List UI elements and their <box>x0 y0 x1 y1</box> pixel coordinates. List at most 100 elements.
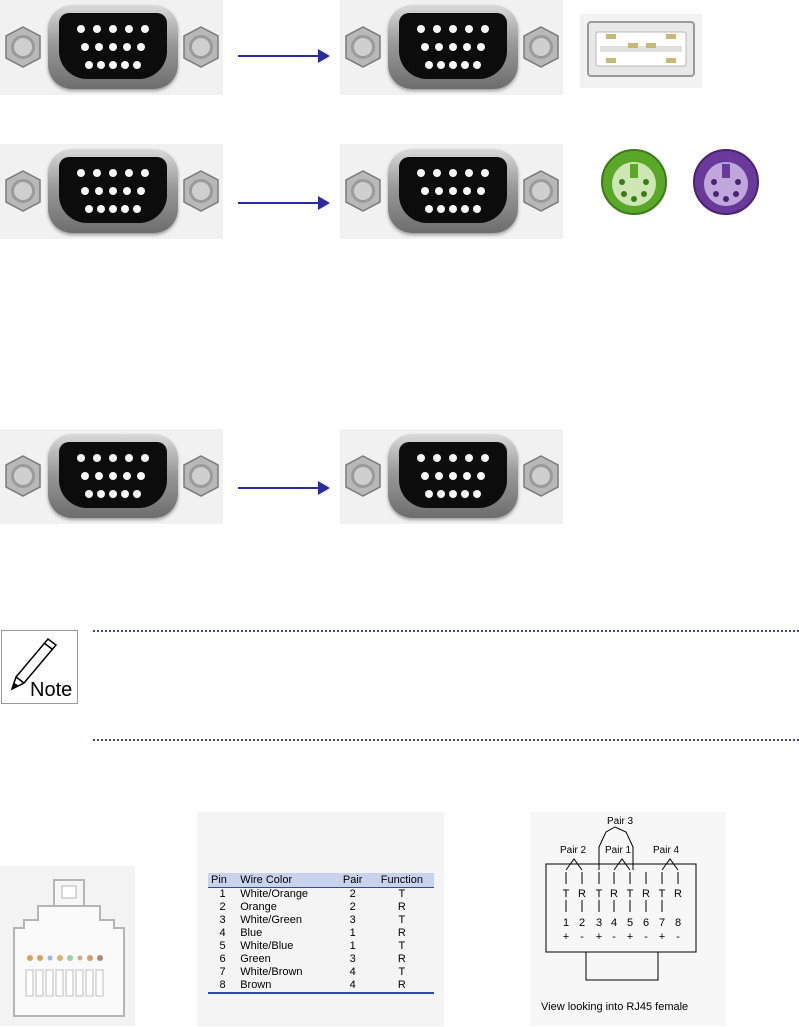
vga-pin-face <box>399 157 507 223</box>
pin-cell: 4 <box>219 927 226 939</box>
note-label: Note <box>30 679 73 701</box>
vga-pin-hole <box>437 205 445 213</box>
vga-pin-hole <box>461 61 469 69</box>
vga-pin-hole <box>109 169 117 177</box>
vga-pin-hole <box>85 490 93 498</box>
vga-pin-hole <box>109 61 117 69</box>
vga-pin-face <box>59 157 167 223</box>
screw-icon <box>522 26 560 68</box>
vga-pin-hole <box>449 490 457 498</box>
pair-cell: 1 <box>349 927 356 939</box>
function-cell: R <box>397 927 406 939</box>
vga-pin-hole <box>461 205 469 213</box>
vga-shell <box>388 5 518 89</box>
vga-pin-hole <box>77 454 85 462</box>
pin-cell: 6 <box>219 953 226 965</box>
wire-color-cell: White/Green <box>240 914 302 926</box>
vga-pin-hole <box>77 169 85 177</box>
vga-pin-hole <box>137 472 145 480</box>
column-header-pair: Pair <box>335 873 370 888</box>
connection-row-ps2 <box>0 144 799 239</box>
table-row: 6 Green 3 R <box>208 953 434 966</box>
connection-row-usb <box>0 0 799 95</box>
vga-pin-hole <box>133 490 141 498</box>
vga-pin-face <box>59 442 167 508</box>
pin-number: 2 <box>579 917 585 929</box>
vga-pin-hole <box>97 490 105 498</box>
screw-icon <box>344 170 382 212</box>
vga-pin-hole <box>125 454 133 462</box>
vga-pin-hole <box>93 25 101 33</box>
pair-label: Pair 3 <box>607 816 634 827</box>
vga-pin-hole <box>465 169 473 177</box>
vga-pin-hole <box>473 61 481 69</box>
vga-pin-hole <box>421 43 429 51</box>
table-row: 8 Brown 4 R <box>208 979 434 994</box>
vga-pin-hole <box>449 25 457 33</box>
function-cell: T <box>398 966 406 978</box>
rj45-diagram-background <box>530 812 726 1026</box>
vga-pin-hole <box>417 454 425 462</box>
connection-arrow <box>238 49 330 63</box>
vga-pin-hole <box>109 205 117 213</box>
table-row: 4 Blue 1 R <box>208 927 434 940</box>
vga-connector-source <box>0 429 223 524</box>
screw-icon <box>182 170 220 212</box>
vga-pin-hole <box>77 25 85 33</box>
vga-pin-hole <box>95 472 103 480</box>
vga-pin-hole <box>141 169 149 177</box>
screw-icon <box>4 26 42 68</box>
vga-pin-hole <box>463 43 471 51</box>
function-label: T <box>627 888 634 900</box>
pair-cell: 1 <box>349 940 356 952</box>
vga-pin-hole <box>473 490 481 498</box>
vga-pin-hole <box>417 25 425 33</box>
vga-shell <box>388 434 518 518</box>
vga-pin-hole <box>449 454 457 462</box>
pin-cell: 5 <box>219 940 226 952</box>
table-row: 1 White/Orange 2 T <box>208 888 434 902</box>
vga-pin-hole <box>449 43 457 51</box>
pair-cell: 3 <box>349 914 356 926</box>
function-label: R <box>674 888 682 900</box>
vga-pin-hole <box>141 454 149 462</box>
screw-icon <box>344 455 382 497</box>
polarity-label: + <box>627 931 633 943</box>
vga-pin-hole <box>421 472 429 480</box>
vga-pin-hole <box>461 490 469 498</box>
vga-pin-hole <box>137 43 145 51</box>
vga-pin-hole <box>435 187 443 195</box>
screw-icon <box>182 26 220 68</box>
screw-icon <box>522 170 560 212</box>
wire-color-cell: White/Brown <box>240 966 303 978</box>
vga-pin-hole <box>433 25 441 33</box>
column-header-function: Function <box>369 873 434 888</box>
note-icon: Note <box>1 630 78 704</box>
vga-pin-hole <box>435 43 443 51</box>
usb-port-icon <box>580 14 702 88</box>
vga-pin-hole <box>437 61 445 69</box>
vga-connector-target <box>340 0 563 95</box>
screw-icon <box>522 455 560 497</box>
rj45-plug-illustration <box>0 866 135 1026</box>
connection-arrow <box>238 196 330 210</box>
vga-pin-hole <box>81 187 89 195</box>
polarity-label: - <box>676 931 680 943</box>
pair-cell: 4 <box>335 979 370 994</box>
ps2-mouse-port-icon <box>692 148 760 216</box>
polarity-label: - <box>580 931 584 943</box>
polarity-label: - <box>612 931 616 943</box>
function-label: T <box>659 888 666 900</box>
note-top-rule <box>93 630 799 632</box>
vga-pin-face <box>399 442 507 508</box>
vga-pin-hole <box>137 187 145 195</box>
pair-cell: 2 <box>349 901 356 913</box>
pin-number: 6 <box>643 917 649 929</box>
pin-number: 4 <box>611 917 617 929</box>
vga-pin-face <box>399 13 507 79</box>
polarity-label: + <box>563 931 569 943</box>
pin-number: 3 <box>596 917 602 929</box>
pin-cell: 1 <box>219 888 226 900</box>
vga-pin-hole <box>123 43 131 51</box>
vga-pin-hole <box>433 169 441 177</box>
